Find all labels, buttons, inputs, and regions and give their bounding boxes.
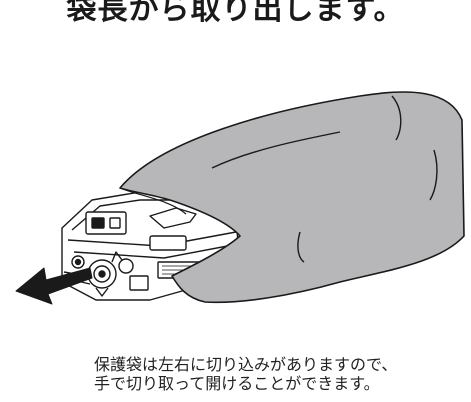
instruction-heading: 袋長から取り出します。: [66, 0, 405, 27]
bag-tear-caption: 保護袋は左右に切り込みがありますので、 手で切り取って開けることができます。: [94, 355, 464, 393]
caption-line-1: 保護袋は左右に切り込みがありますので、: [94, 355, 398, 374]
protective-bag: [119, 91, 465, 304]
pull-direction-arrow: [15, 267, 93, 305]
caption-line-2: 手で切り取って開けることができます。: [94, 374, 380, 393]
